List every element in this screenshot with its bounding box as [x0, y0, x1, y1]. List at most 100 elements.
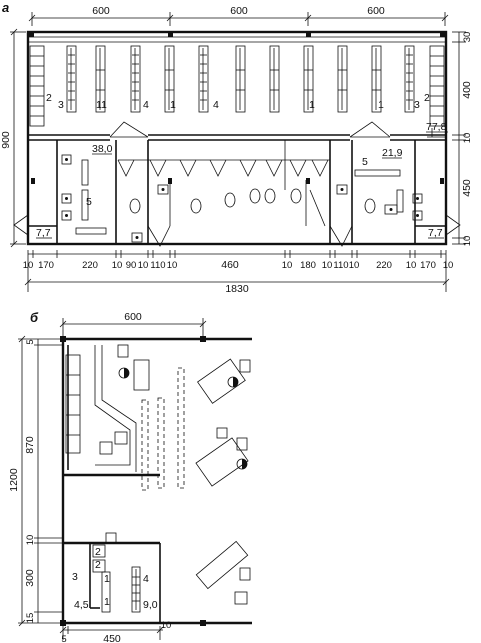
bottom-dim-1: 5	[61, 634, 66, 643]
area-vestibule-right: 7,7	[428, 227, 443, 239]
bottom-dim-14: 10	[349, 260, 360, 271]
panel-b-letter: б	[30, 310, 39, 325]
counter	[94, 344, 137, 472]
vestibule-doors	[13, 214, 461, 247]
top-dim: 600	[124, 311, 142, 323]
locker-row	[235, 45, 246, 113]
area-left: 4,5	[74, 599, 89, 611]
toilet-cubicles	[117, 159, 376, 227]
locker-row	[66, 45, 77, 113]
bottom-dimension-line	[24, 250, 450, 292]
label-1-b: 1	[309, 99, 315, 111]
locker-row	[164, 45, 175, 113]
label-4-a: 4	[143, 99, 149, 111]
locker-rows	[66, 45, 415, 113]
label-1-a: 1	[104, 573, 110, 585]
bottom-dim-7: 110	[150, 260, 165, 271]
label-3-left: 3	[58, 99, 64, 111]
label-2-right: 2	[424, 92, 430, 104]
top-dim-2: 600	[230, 5, 248, 17]
bottom-dim-9: 460	[221, 259, 239, 271]
door-swing	[109, 121, 446, 138]
right-dim-3: 10	[462, 133, 473, 144]
left-dimension-line	[10, 28, 26, 248]
label-2-left: 2	[46, 92, 52, 104]
label-1-b: 1	[104, 596, 110, 608]
bottom-dim-11: 180	[300, 260, 316, 271]
outer-walls	[26, 30, 448, 246]
plan-b: б 600 5 870 10 300 15 1200	[8, 310, 252, 643]
bottom-dim-10: 10	[282, 260, 293, 271]
bottom-dim-17: 170	[420, 260, 436, 271]
label-1-a: 1	[170, 99, 176, 111]
bottom-dim-5: 90	[126, 260, 137, 271]
bottom-dim-15: 220	[376, 260, 392, 271]
lower-block	[28, 140, 446, 244]
lower-locker-room	[89, 532, 141, 613]
dashed-benches	[141, 367, 185, 491]
bottom-dim-3: 10	[161, 620, 172, 631]
right-dim-5: 10	[462, 236, 473, 247]
label-3-right: 3	[414, 99, 420, 111]
wall-lockers	[65, 354, 81, 454]
right-dim-4: 450	[461, 179, 473, 197]
label-4: 4	[143, 573, 149, 585]
locker-row	[130, 45, 141, 113]
top-dim-1: 600	[92, 5, 110, 17]
plan-a: а 600 600 600 900	[0, 0, 473, 295]
right-dim-2: 400	[461, 81, 473, 99]
right-dim-1: 30	[462, 32, 473, 43]
left-dim-2: 870	[24, 436, 36, 454]
label-1-c: 1	[378, 99, 384, 111]
left-dim-4: 300	[24, 569, 36, 587]
locker-row	[404, 45, 415, 113]
bottom-dim-3: 220	[82, 260, 98, 271]
hall-partition	[28, 134, 446, 141]
label-4-b: 4	[213, 99, 219, 111]
left-dimension-line	[18, 335, 62, 627]
lower-equipment	[195, 540, 251, 605]
top-dimension-line	[28, 12, 449, 26]
sinks	[61, 154, 423, 243]
left-dim-1: 5	[25, 339, 36, 344]
bottom-dim-12: 10	[322, 260, 333, 271]
area-left-room: 38,0	[92, 143, 113, 155]
label-2-a: 2	[95, 546, 101, 558]
area-right: 9,0	[143, 599, 158, 611]
bottom-dim-2: 170	[38, 260, 54, 271]
locker-row	[337, 45, 348, 113]
bottom-dim-4: 10	[112, 260, 123, 271]
locker-row	[269, 45, 280, 113]
area-vestibule-left: 7,7	[36, 227, 51, 239]
total-dim: 1200	[8, 468, 20, 492]
panel-a-letter: а	[2, 0, 9, 15]
top-dim-3: 600	[367, 5, 385, 17]
area-big-room: 77,8	[426, 121, 447, 133]
right-dimension-line	[452, 31, 466, 245]
walls	[60, 336, 252, 626]
label-11: 11	[96, 99, 107, 111]
bottom-dim-8: 10	[167, 260, 178, 271]
bottom-dim-1: 10	[23, 260, 34, 271]
locker-row	[371, 45, 382, 113]
label-2-b: 2	[95, 559, 101, 571]
label-3: 3	[72, 571, 78, 583]
left-dim: 900	[0, 131, 12, 149]
left-dim-5: 15	[25, 613, 36, 624]
label-5-right: 5	[362, 156, 368, 168]
bottom-dim-13: 110	[333, 260, 348, 271]
bottom-dim-2: 450	[103, 633, 121, 643]
left-dim-3: 10	[25, 535, 36, 546]
bottom-dim-6: 10	[138, 260, 149, 271]
wall-lockers	[29, 45, 445, 127]
benches	[75, 159, 404, 235]
machines	[118, 358, 251, 487]
label-5-left: 5	[86, 196, 92, 208]
locker-row	[198, 45, 209, 113]
bottom-dim-16: 10	[406, 260, 417, 271]
total-dim: 1830	[225, 283, 249, 295]
locker-row	[303, 45, 314, 113]
bottom-dimension-line	[59, 626, 164, 640]
bottom-dim-18: 10	[443, 260, 454, 271]
